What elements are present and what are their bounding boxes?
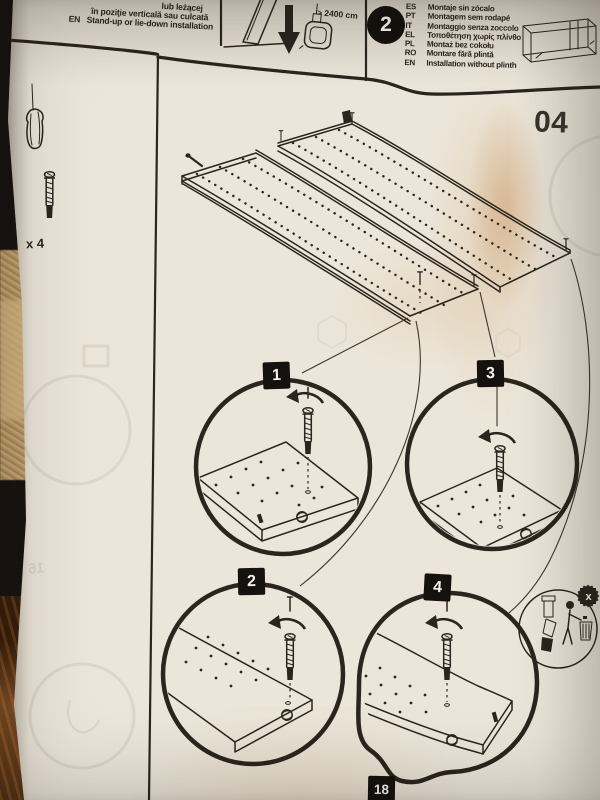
step-number-circle: 2: [367, 6, 405, 44]
measuring-tape-icon: [299, 3, 333, 50]
language-code: EN: [404, 57, 416, 68]
screw-quantity-label: x 4: [25, 235, 45, 252]
person-discarding-icon: [562, 601, 593, 645]
cabinet-frame-sketch: [522, 18, 597, 63]
step-page-label: 04: [533, 105, 569, 140]
screwdriver-icon: [25, 83, 44, 150]
cross-out-starburst: [576, 584, 600, 608]
detail-circle-4: [356, 590, 540, 785]
down-arrow-icon: [278, 5, 300, 54]
rotate-ccw-arrow: [476, 427, 517, 445]
corner-pin: [416, 271, 424, 286]
detail-badge-1: 1: [262, 361, 291, 390]
detail-badge-4: 4: [423, 573, 452, 602]
panel-holes: [364, 666, 428, 714]
panel-holes: [214, 460, 324, 507]
language-code: ES: [405, 2, 417, 12]
panel-holes: [436, 483, 526, 524]
divider-line-right: [156, 55, 600, 96]
corner-pin: [278, 130, 284, 142]
detail-badge-2: 2: [237, 567, 266, 596]
panel-holes: [184, 635, 270, 688]
lock-screw-icon: [441, 632, 453, 681]
discard-x-label: x: [585, 590, 592, 603]
corner-bracket: [342, 110, 352, 124]
ghost-showthrough-shapes: [20, 134, 600, 770]
divider-line-left: [8, 38, 158, 56]
panel-upper: [277, 110, 571, 293]
rotate-ccw-arrow: [266, 613, 307, 631]
pin-above-screw: [286, 596, 294, 612]
background-fabric-highlight: [0, 300, 26, 420]
top-clearance-diagram: [219, 0, 368, 82]
detail-badge-3: 3: [476, 359, 505, 388]
detail-circle-1: [193, 377, 373, 557]
rotate-ccw-arrow: [284, 387, 325, 405]
leader-lines: [299, 258, 591, 614]
lock-screw-icon: [302, 406, 314, 455]
discard-note-circle: [518, 584, 600, 669]
lock-screw-icon: [43, 170, 56, 219]
ghost-reversed-page-number: 16: [27, 559, 46, 578]
note-line3-code: EN: [68, 13, 81, 24]
language-code: RO: [404, 48, 417, 58]
rotate-ccw-arrow: [423, 613, 464, 631]
panel-lower: [181, 149, 479, 325]
detail-circle-2: [160, 581, 346, 767]
lock-screw-icon: [494, 444, 506, 493]
lock-screw-icon: [284, 632, 296, 681]
page-number-badge: 18: [367, 775, 396, 800]
detail-circle-3: [404, 376, 580, 552]
left-column-rule: [147, 52, 160, 800]
leftover-part-icon: [541, 595, 557, 652]
language-code: PT: [405, 11, 416, 21]
loose-screw: [188, 155, 204, 168]
language-list: ES Montaje sin zócalo PT Montagem sem ro…: [404, 2, 566, 71]
